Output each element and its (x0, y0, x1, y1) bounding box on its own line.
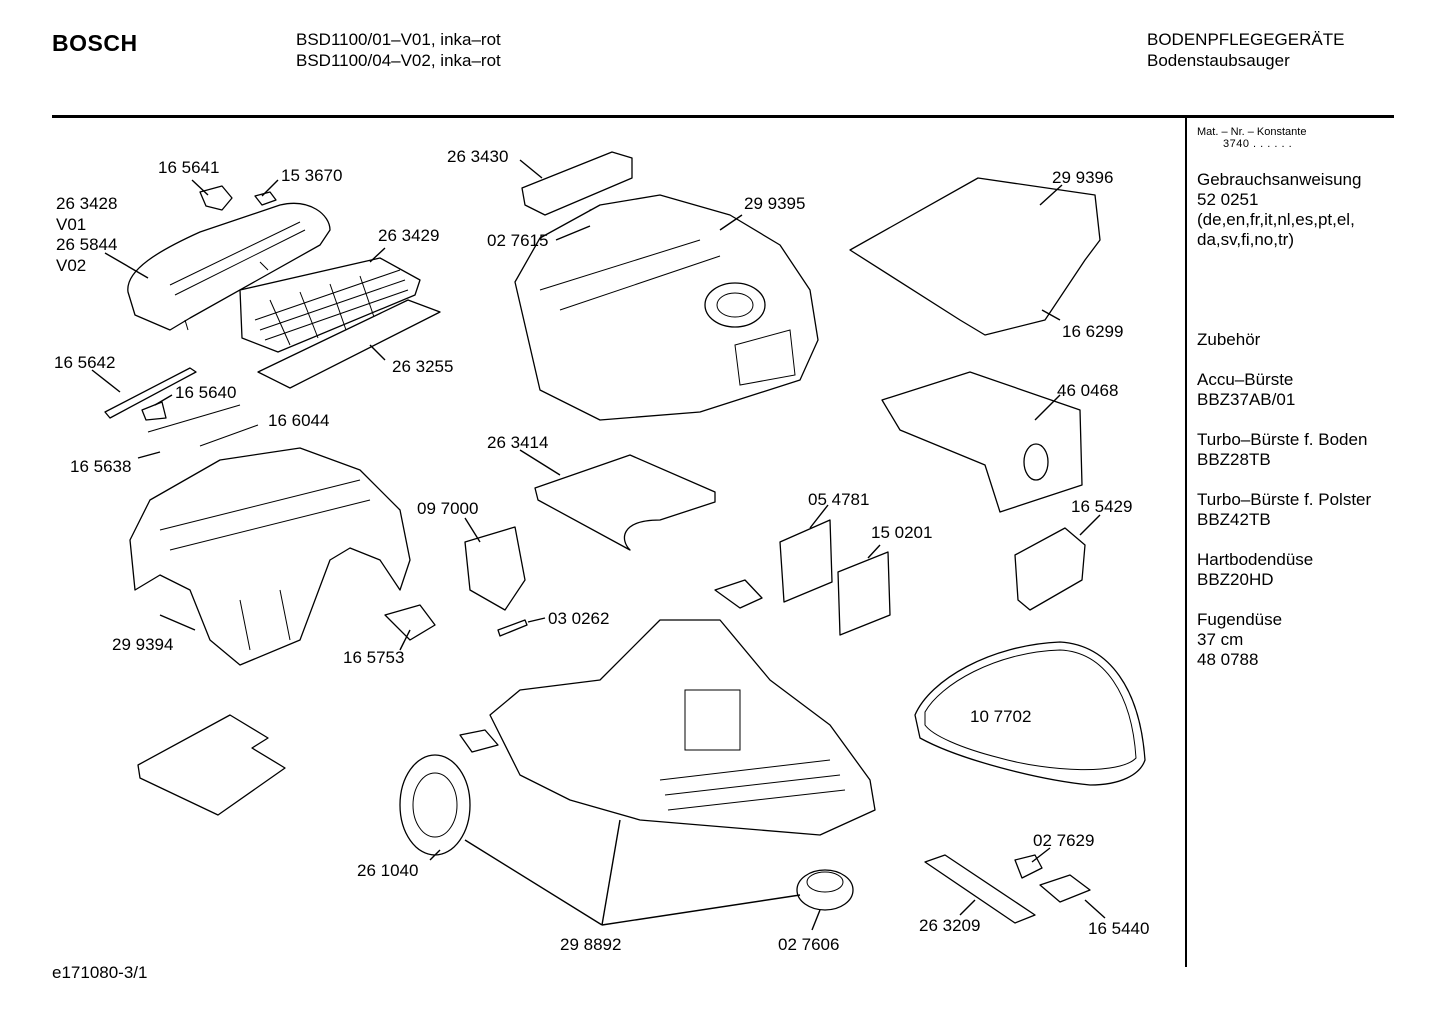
subcategory-title: Bodenstaubsauger (1147, 51, 1290, 70)
part-castor (796, 869, 854, 911)
label-054781: 05 4781 (808, 490, 869, 509)
part-gasket (914, 641, 1146, 786)
category-title: BODENPFLEGEGERÄTE (1147, 30, 1345, 49)
part-pin (497, 619, 528, 637)
label-165440: 16 5440 (1088, 919, 1149, 938)
accessory-name: Hartbodendüse (1197, 550, 1314, 569)
part-latch (1014, 854, 1043, 879)
part-wheel (399, 754, 471, 856)
konstante-value: 3740 . . . . . . (1223, 138, 1293, 150)
label-265844: 26 5844 (56, 235, 117, 254)
accessory-code: 48 0788 (1197, 650, 1259, 669)
manual-langs-1: (de,en,fr,it,nl,es,pt,el, (1197, 210, 1355, 229)
part-plate (534, 454, 716, 551)
accessory-code: BBZ37AB/01 (1197, 390, 1296, 409)
leader-lines (91, 159, 1106, 931)
label-460468: 46 0468 (1057, 381, 1118, 400)
part-filter-grille (239, 257, 421, 353)
label-165640: 16 5640 (175, 383, 236, 402)
label-107702: 10 7702 (970, 707, 1031, 726)
part-catch (1039, 874, 1091, 903)
exploded-parts-diagram: 16 5641 15 3670 26 3428 V01 26 5844 V02 … (54, 147, 1149, 954)
part-button-small (199, 185, 233, 211)
label-150201: 15 0201 (871, 523, 932, 542)
part-filter-card-1 (779, 519, 833, 603)
manual-langs-2: da,sv,fi,no,tr) (1197, 230, 1294, 249)
konstante-label: Mat. – Nr. – Konstante (1197, 126, 1307, 138)
label-166044: 16 6044 (268, 411, 329, 430)
model-line-2: BSD1100/04–V02, inka–rot (296, 51, 501, 70)
accessory-code: BBZ20HD (1197, 570, 1274, 589)
label-097000: 09 7000 (417, 499, 478, 518)
part-labels: 16 5641 15 3670 26 3428 V01 26 5844 V02 … (54, 147, 1149, 954)
label-030262: 03 0262 (548, 609, 609, 628)
document-id: e171080-3/1 (52, 963, 148, 982)
label-263209: 26 3209 (919, 916, 980, 935)
accessory-name: Fugendüse (1197, 610, 1283, 629)
accessory-turbo-boden: Turbo–Bürste f. Boden BBZ28TB (1197, 430, 1392, 470)
label-027629: 02 7629 (1033, 831, 1094, 850)
part-rod (104, 367, 197, 419)
sidebar: Mat. – Nr. – Konstante 3740 . . . . . . … (1197, 126, 1392, 670)
label-263429: 26 3429 (378, 226, 439, 245)
part-top-cover (127, 202, 331, 331)
label-027606: 02 7606 (778, 935, 839, 954)
model-line-1: BSD1100/01–V01, inka–rot (296, 30, 501, 49)
brand-logo: BOSCH (52, 30, 138, 56)
accessory-size: 37 cm (1197, 630, 1244, 649)
part-clip (141, 401, 167, 421)
label-153670: 15 3670 (281, 166, 342, 185)
label-165638: 16 5638 (70, 457, 131, 476)
accessory-hartboden: Hartbodendüse BBZ20HD (1197, 550, 1392, 590)
accessory-turbo-polster: Turbo–Bürste f. Polster BBZ42TB (1197, 490, 1392, 530)
label-165641: 16 5641 (158, 158, 219, 177)
part-block-small (254, 191, 277, 206)
label-027615: 02 7615 (487, 231, 548, 250)
label-v01: V01 (56, 215, 86, 234)
part-filter-mat (257, 299, 441, 389)
label-299396: 29 9396 (1052, 168, 1113, 187)
manual-info: Gebrauchsanweisung 52 0251 (de,en,fr,it,… (1197, 170, 1392, 250)
accessory-code: BBZ42TB (1197, 510, 1271, 529)
label-166299: 16 6299 (1062, 322, 1123, 341)
label-v02: V02 (56, 256, 86, 275)
label-165753: 16 5753 (343, 648, 404, 667)
part-small-block (714, 579, 763, 609)
accessory-fugenduese: Fugendüse 37 cm 48 0788 (1197, 610, 1392, 670)
part-chassis (489, 619, 876, 836)
part-dust-bag (881, 371, 1083, 513)
part-filter-card-2 (837, 551, 891, 636)
label-299395: 29 9395 (744, 194, 805, 213)
label-165429: 16 5429 (1071, 497, 1132, 516)
accessories-title: Zubehör (1197, 330, 1261, 349)
part-wires (147, 404, 259, 447)
label-263430: 26 3430 (447, 147, 508, 166)
label-299394: 29 9394 (112, 635, 173, 654)
part-top-plate (849, 177, 1101, 336)
accessory-name: Turbo–Bürste f. Boden (1197, 430, 1368, 449)
manual-number: 52 0251 (1197, 190, 1259, 209)
part-bottom-plate (137, 714, 286, 816)
label-165642: 16 5642 (54, 353, 115, 372)
part-main-housing (514, 194, 819, 421)
accessory-accu: Accu–Bürste BBZ37AB/01 (1197, 370, 1392, 410)
part-upper-housing (129, 447, 411, 666)
part-rail (924, 854, 1036, 924)
part-bracket (384, 604, 436, 641)
label-263255: 26 3255 (392, 357, 453, 376)
part-inlet (464, 526, 526, 611)
label-261040: 26 1040 (357, 861, 418, 880)
part-spacer (459, 729, 499, 753)
label-263414: 26 3414 (487, 433, 548, 452)
label-298892: 29 8892 (560, 935, 621, 954)
part-holder (1014, 527, 1086, 611)
accessory-name: Turbo–Bürste f. Polster (1197, 490, 1372, 509)
manual-title: Gebrauchsanweisung (1197, 170, 1362, 189)
sidebar-divider (1185, 118, 1187, 967)
header-divider (52, 115, 1394, 118)
accessory-code: BBZ28TB (1197, 450, 1271, 469)
label-263428: 26 3428 (56, 194, 117, 213)
accessory-name: Accu–Bürste (1197, 370, 1294, 389)
